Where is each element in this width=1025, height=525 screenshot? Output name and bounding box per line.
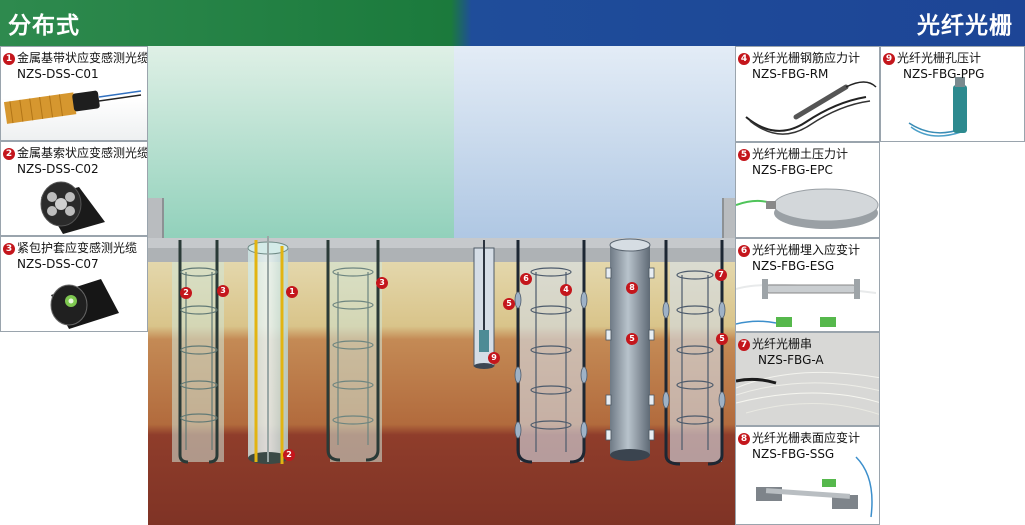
pressure-cell-image: [736, 188, 879, 229]
banner-title-distributed: 分布式: [8, 13, 80, 39]
jacket-cable-image: [50, 279, 119, 329]
card-model: NZS-FBG-EPC: [752, 163, 833, 177]
card-title: 光纤光栅埋入应变计: [752, 243, 861, 257]
index-badge: 2: [3, 147, 15, 160]
card-title: 金属基索状应变感测光缆: [17, 146, 148, 160]
index-badge: 3: [3, 242, 15, 255]
card-title: 光纤光栅表面应变计: [752, 431, 861, 445]
index-badge: 6: [738, 244, 750, 257]
card-model: NZS-FBG-PPG: [903, 67, 985, 81]
scene-marker: 5: [716, 333, 728, 345]
rebar-cage-fbg-a: [514, 240, 588, 464]
index-badge: 8: [738, 432, 750, 445]
card-title: 光纤光栅钢筋应力计: [752, 51, 861, 65]
rebar-cage-left: [172, 240, 224, 464]
card-title: 金属基带状应变感测光缆: [17, 51, 148, 65]
card-model: NZS-DSS-C01: [17, 67, 99, 81]
card-model: NZS-DSS-C07: [17, 257, 99, 271]
scene-marker: 7: [715, 269, 727, 281]
scene-marker: 3: [376, 277, 388, 289]
scene-marker: 6: [520, 273, 532, 285]
scene-marker: 2: [180, 287, 192, 299]
scene-marker: 1: [286, 286, 298, 298]
card-model: NZS-FBG-ESG: [752, 259, 835, 273]
embedded-strain-gauge-image: [736, 279, 877, 327]
scene-marker: 9: [488, 352, 500, 364]
left-panel-blank: [0, 332, 148, 525]
piezometer-tube: [473, 240, 495, 369]
scene-marker: 8: [626, 282, 638, 294]
piezometer-image: [908, 77, 967, 137]
round-cable-image: [40, 181, 105, 234]
index-badge: 4: [738, 52, 750, 65]
rebar-gauge-image: [745, 81, 877, 135]
card-model: NZS-DSS-C02: [17, 162, 99, 176]
card-model: NZS-FBG-A: [758, 353, 824, 367]
rebar-cage-mid-left: [326, 240, 382, 462]
index-badge: 5: [738, 148, 750, 161]
index-badge: 9: [883, 52, 895, 65]
index-badge: 1: [3, 52, 15, 65]
scene-marker: 3: [217, 285, 229, 297]
surface-strain-gauge-image: [756, 456, 873, 518]
strip-cable-image: [3, 90, 142, 124]
card-model: NZS-FBG-SSG: [752, 447, 835, 461]
card-title: 光纤光栅土压力计: [752, 147, 849, 161]
pile-cable-left: [247, 236, 289, 464]
card-title: 光纤光栅孔压计: [897, 51, 982, 65]
fiber-string-image: [736, 333, 879, 425]
scene-marker: 5: [503, 298, 515, 310]
index-badge: 7: [738, 338, 750, 351]
scene-marker: 2: [283, 449, 295, 461]
concrete-pile-fbg: [605, 238, 655, 461]
scene-marker: 4: [560, 284, 572, 296]
right-panel-blank: [880, 142, 1025, 525]
card-model: NZS-FBG-RM: [752, 67, 829, 81]
banner-title-fbg: 光纤光栅: [917, 13, 1013, 39]
card-title: 紧包护套应变感测光缆: [17, 241, 138, 255]
scene-marker: 5: [626, 333, 638, 345]
card-title: 光纤光栅串: [752, 337, 813, 351]
rebar-cage-fbg-b: [662, 240, 726, 466]
